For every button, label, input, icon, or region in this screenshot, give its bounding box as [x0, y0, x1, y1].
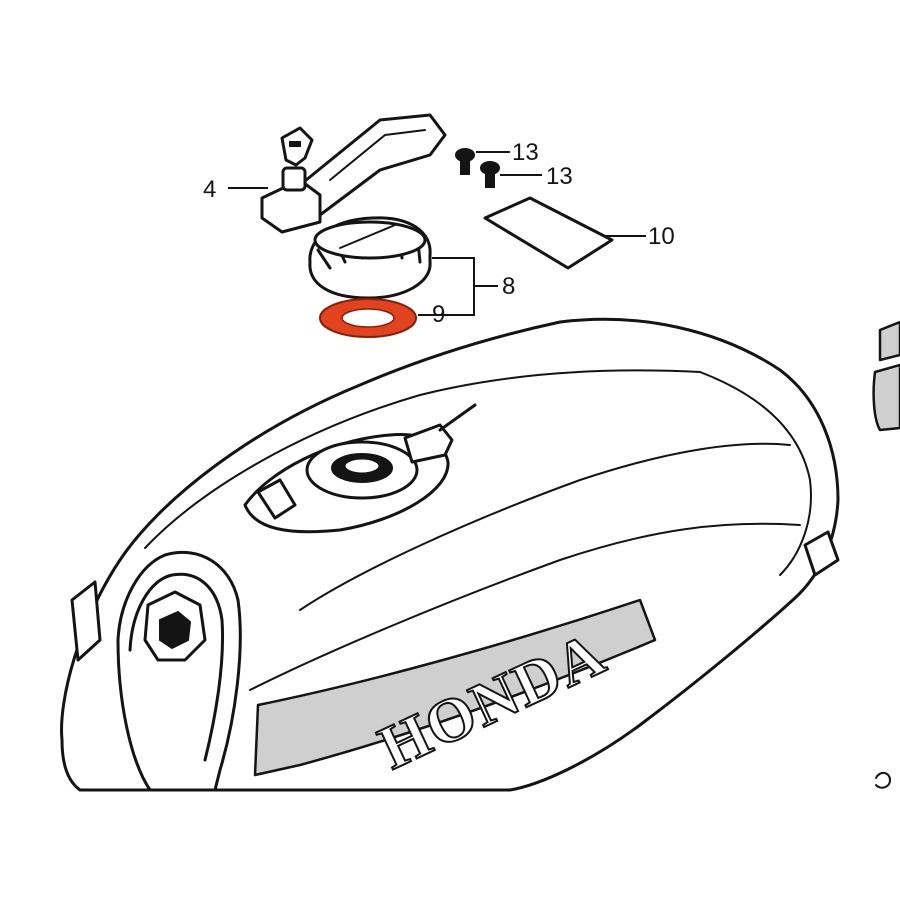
fuel-cap-lock-icon: [260, 113, 447, 234]
gasket-inner: [341, 308, 395, 328]
leader-8: [418, 257, 498, 316]
lock-arm: [298, 113, 447, 217]
key-slot: [289, 141, 301, 147]
tank-top-contour: [299, 442, 791, 611]
small-clip-mark: [875, 772, 891, 789]
grommet-top: [878, 320, 900, 362]
callout-labels: 4 13 13 10 8 9: [203, 139, 675, 328]
leader-lines: [228, 151, 646, 316]
cap-top: [313, 220, 427, 260]
screw-icon: [455, 148, 500, 188]
grommet-bottom: [872, 363, 900, 432]
tank-ridge-line-2: [699, 371, 812, 576]
label-plate: [483, 196, 614, 270]
cap-top-slot: [339, 224, 396, 249]
tank-emblem-band: [253, 598, 657, 777]
filler-hinge-pin: [438, 403, 477, 432]
side-cover-grommet-icon: [872, 320, 900, 789]
tank-knee-inner: [128, 572, 224, 762]
callout-8: 8: [502, 273, 515, 300]
screw-shank-2: [485, 170, 495, 188]
filler-hinge: [403, 423, 454, 464]
callout-13a: 13: [512, 139, 539, 166]
screw-shank-1: [460, 157, 470, 175]
tank-ridge-line: [144, 369, 701, 549]
gasket-ring-icon: [319, 298, 417, 338]
callout-9: 9: [432, 301, 445, 328]
lock-arm-edge: [329, 129, 426, 181]
tank-front-tab: [70, 580, 102, 662]
tank-rear-boss: [803, 530, 840, 577]
fuel-cap-icon: [308, 216, 432, 300]
callout-10: 10: [648, 223, 675, 250]
label-plate-icon: [483, 196, 614, 270]
callout-4: 4: [203, 176, 216, 203]
fuel-tank-icon: HONDA: [60, 317, 840, 792]
filler-neck-inner: [342, 456, 382, 476]
tank-side-contour: [249, 522, 801, 691]
tank-mount-hole: [159, 610, 192, 650]
lock-cylinder: [281, 166, 307, 192]
tank-outline: [60, 317, 840, 792]
callout-13b: 13: [546, 163, 573, 190]
filler-latch-tab: [256, 478, 297, 520]
